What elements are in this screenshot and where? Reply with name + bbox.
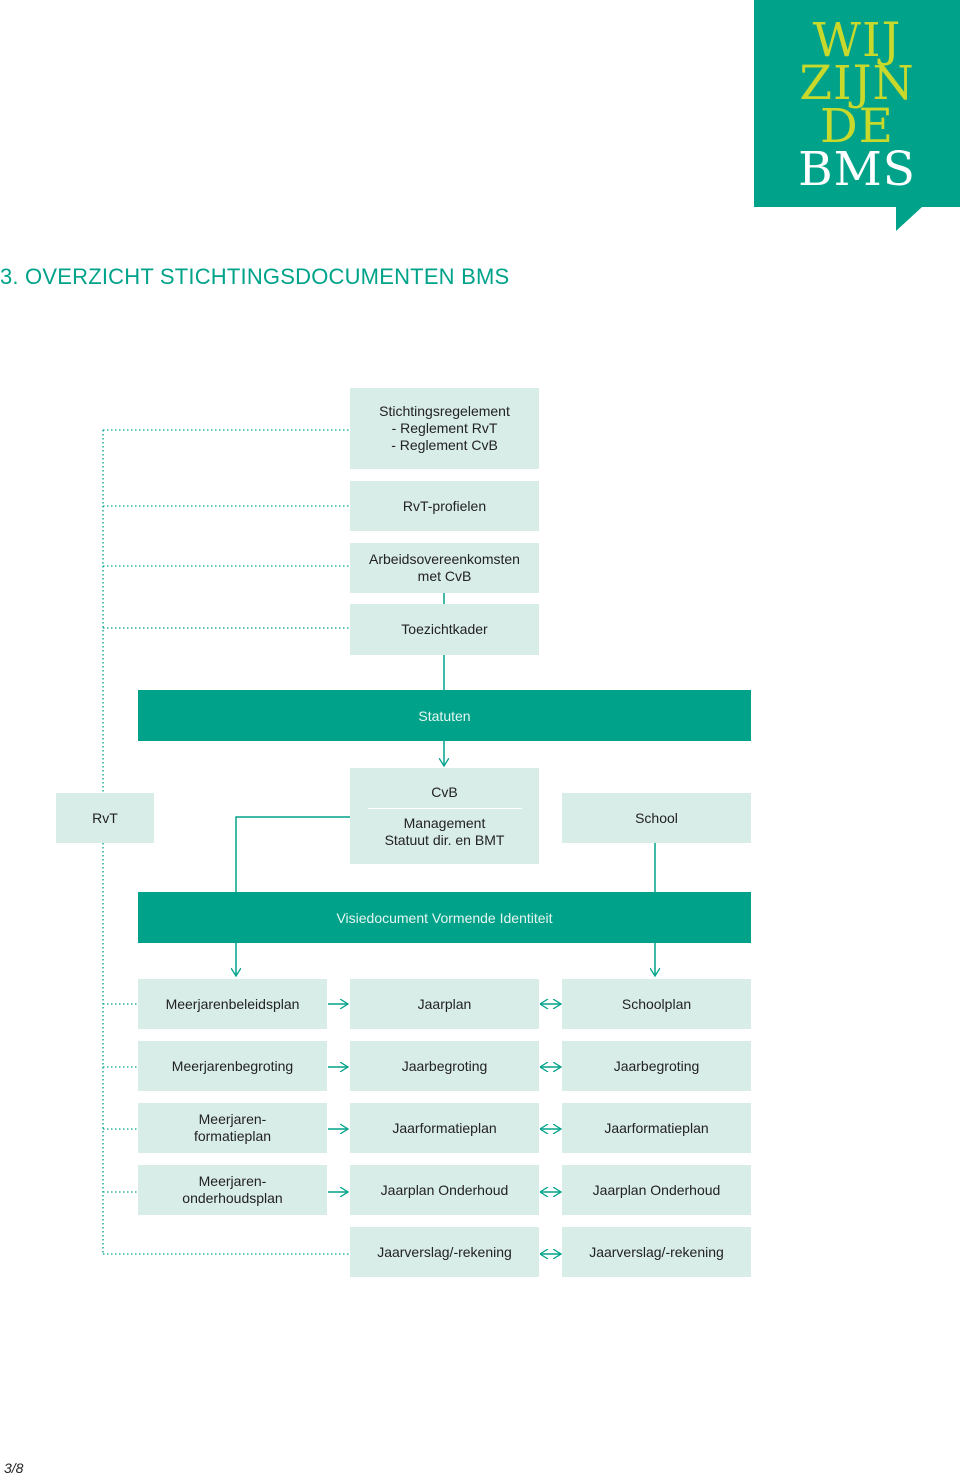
school-jaarformatieplan-box: Jaarformatieplan — [562, 1103, 751, 1153]
page-number: 3/8 — [4, 1460, 24, 1476]
page-title: 3. OVERZICHT STICHTINGSDOCUMENTEN BMS — [0, 264, 510, 289]
statuten-bar: Statuten — [138, 690, 751, 741]
logo-speech-tail — [896, 207, 922, 231]
visiedocument-bar: Visiedocument Vormende Identiteit — [138, 892, 751, 943]
box-label: Jaarbegroting — [613, 1057, 700, 1074]
box-label: Jaarverslag/-rekening — [589, 1243, 724, 1260]
logo-word-2: ZIJN — [799, 56, 915, 111]
cvb-box: CvB Management Statuut dir. en BMT — [350, 768, 539, 864]
school-box: School — [562, 793, 751, 843]
school-jaarbegroting-box: Jaarbegroting — [562, 1041, 751, 1091]
box-label: Jaarverslag/-rekening — [377, 1243, 512, 1260]
box-line: Meerjaren- — [198, 1111, 267, 1127]
jaarformatieplan-box: Jaarformatieplan — [350, 1103, 539, 1153]
jaarverslag-box: Jaarverslag/-rekening — [350, 1227, 539, 1277]
jaarplan-box: Jaarplan — [350, 979, 539, 1029]
box-line: - Reglement CvB — [391, 437, 498, 453]
cvb-divider — [367, 807, 522, 809]
rvt-dotted-links — [102, 429, 350, 1255]
box-line: Meerjaren- — [198, 1173, 267, 1189]
box-line: Stichtingsregelement — [379, 403, 510, 419]
box-line: - Reglement RvT — [391, 420, 498, 436]
box-line: Statuut dir. en BMT — [384, 831, 505, 848]
school-jaarverslag-box: Jaarverslag/-rekening — [562, 1227, 751, 1277]
toezichtkader-box: Toezichtkader — [350, 604, 539, 655]
stichtingsregelement-box: Stichtingsregelement - Reglement RvT - R… — [350, 388, 539, 469]
meerjarenformatieplan-box: Meerjaren- formatieplan — [138, 1103, 327, 1153]
box-label: School — [635, 809, 678, 826]
box-label: Toezichtkader — [401, 621, 488, 637]
rvt-box: RvT — [56, 793, 154, 843]
schoolplan-box: Schoolplan — [562, 979, 751, 1029]
box-line: met CvB — [417, 568, 472, 584]
box-line: Meerjarenbegroting — [171, 1057, 294, 1074]
logo-word-1: WIJ — [812, 13, 902, 68]
logo-word-4: BMS — [798, 142, 916, 197]
logo-word-3: DE — [820, 99, 894, 154]
bar-label: Visiedocument Vormende Identiteit — [336, 909, 553, 926]
box-line: Management — [403, 814, 486, 831]
jaarbegroting-box: Jaarbegroting — [350, 1041, 539, 1091]
cvb-title: CvB — [431, 783, 458, 800]
box-label: Jaarplan Onderhoud — [592, 1181, 721, 1198]
box-label: Jaarformatieplan — [392, 1119, 497, 1136]
box-label: Jaarplan — [417, 995, 472, 1012]
box-line: Arbeidsovereenkomsten — [369, 551, 520, 567]
box-label: Jaarformatieplan — [604, 1119, 709, 1136]
logo-badge: WIJ ZIJN DE BMS — [754, 0, 960, 207]
school-jaarplan-onderhoud-box: Jaarplan Onderhoud — [562, 1165, 751, 1215]
box-label: RvT — [92, 809, 118, 826]
arbeidsovereenkomsten-box: Arbeidsovereenkomsten met CvB — [350, 543, 539, 593]
box-label: Jaarplan Onderhoud — [380, 1181, 509, 1198]
jaarplan-onderhoud-box: Jaarplan Onderhoud — [350, 1165, 539, 1215]
box-label: RvT-profielen — [402, 497, 487, 514]
meerjarenonderhoudsplan-box: Meerjaren- onderhoudsplan — [138, 1165, 327, 1215]
bar-label: Statuten — [418, 707, 471, 724]
box-line: Meerjarenbeleidsplan — [165, 995, 300, 1012]
box-label: Jaarbegroting — [401, 1057, 488, 1074]
box-line: formatieplan — [193, 1128, 272, 1144]
meerjarenbegroting-box: Meerjarenbegroting — [138, 1041, 327, 1091]
rvt-profielen-box: RvT-profielen — [350, 481, 539, 531]
box-line: onderhoudsplan — [182, 1190, 283, 1206]
meerjarenbeleidsplan-box: Meerjarenbeleidsplan — [138, 979, 327, 1029]
box-label: Schoolplan — [621, 995, 692, 1012]
